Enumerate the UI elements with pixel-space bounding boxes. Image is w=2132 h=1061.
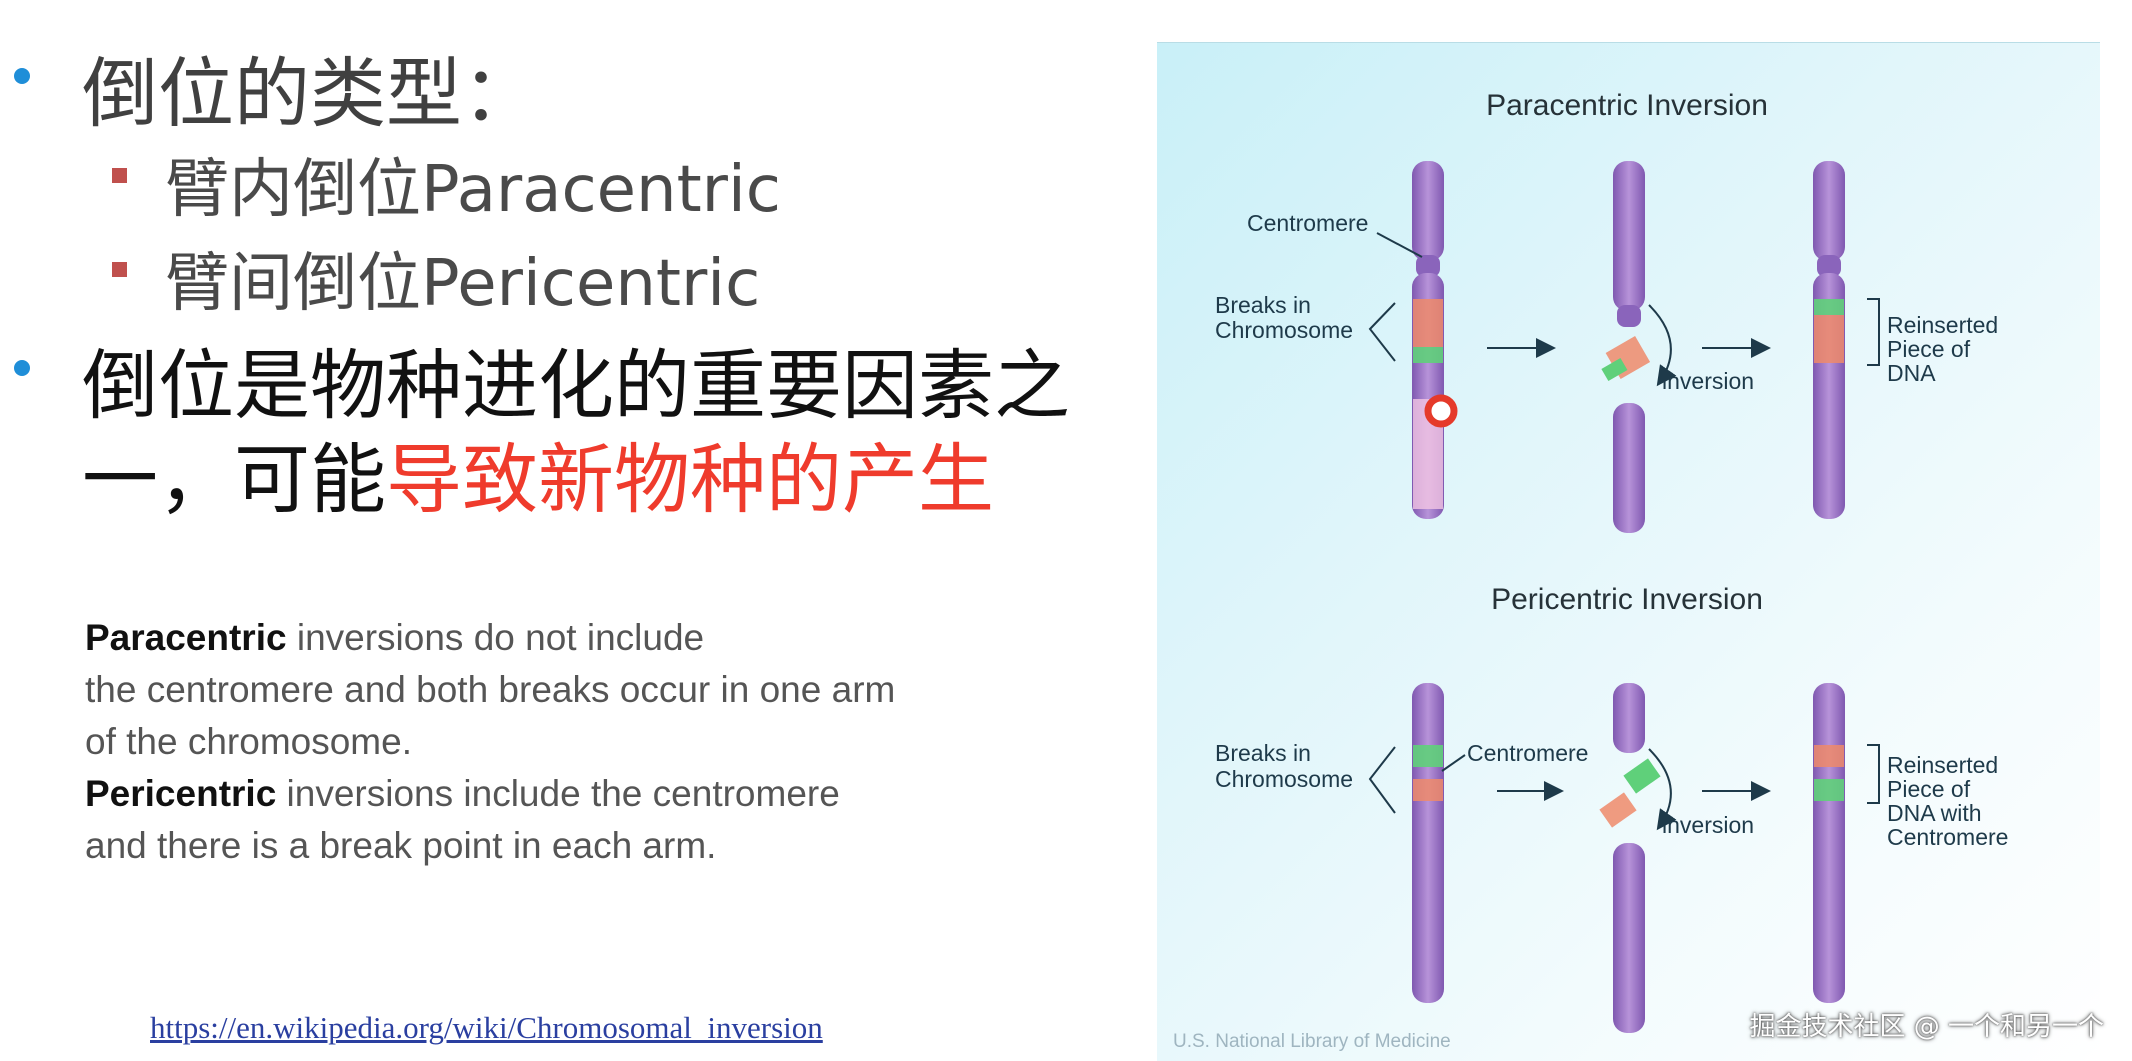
chromosome-break-pericentric (1599, 683, 1677, 1033)
chromosome-reinserted-paracentric (1813, 161, 1845, 519)
term-paracentric: Paracentric (85, 617, 287, 658)
label-breaks-top-1: Breaks in (1215, 292, 1311, 318)
title-paracentric-inversion: Paracentric Inversion (1486, 89, 1768, 122)
sub-bullet-square (112, 262, 127, 277)
sub-bullet-pericentric: 臂间倒位Pericentric (165, 247, 761, 321)
title-pericentric-inversion: Pericentric Inversion (1491, 583, 1763, 616)
bullet-title-inversion-types: 倒位的类型： (82, 49, 538, 138)
wikipedia-link[interactable]: https://en.wikipedia.org/wiki/Chromosoma… (150, 1010, 823, 1045)
inversion-diagram-svg: Paracentric Inversion (1215, 89, 2008, 1033)
bullet-dot (14, 68, 30, 84)
chromosome-break-paracentric (1601, 161, 1677, 533)
bullet-evolution-plain: 一，可能 (82, 435, 386, 524)
inversion-diagram: Paracentric Inversion (1157, 42, 2100, 1061)
figure-credit: U.S. National Library of Medicine (1173, 1031, 1451, 1052)
label-inversion-top: inversion (1662, 368, 1754, 394)
chromosome-reinserted-pericentric (1813, 683, 1845, 1003)
sub-bullet-square (112, 168, 127, 183)
para1-text: inversions do not include (286, 617, 705, 658)
para1-line2: the centromere and both breaks occur in … (85, 669, 896, 710)
label-inversion-bottom: inversion (1662, 812, 1754, 838)
label-centromere-bottom: Centromere (1467, 740, 1588, 766)
reinserted-bracket-bottom (1867, 744, 1880, 804)
label-reinserted-top-1: Reinserted (1887, 312, 1998, 338)
label-breaks-bottom-2: Chromosome (1215, 766, 1353, 792)
para2-text: inversions include the centromere (276, 773, 840, 814)
para1-line3: of the chromosome. (85, 721, 412, 762)
centromere-pointer-top (1376, 232, 1423, 258)
term-pericentric: Pericentric (85, 773, 277, 814)
reinserted-bracket-top (1867, 298, 1880, 366)
bullet-evolution-highlight: 导致新物种的产生 (386, 435, 994, 524)
label-reinserted-bottom-4: Centromere (1887, 824, 2008, 850)
centromere-pointer-bottom (1441, 754, 1466, 772)
bullet-evolution-line1: 倒位是物种进化的重要因素之 (82, 341, 1070, 430)
label-reinserted-top-2: Piece of (1887, 336, 1971, 362)
label-reinserted-bottom-2: Piece of (1887, 776, 1971, 802)
label-centromere-top: Centromere (1247, 210, 1368, 236)
label-breaks-bottom-1: Breaks in (1215, 740, 1311, 766)
label-breaks-top-2: Chromosome (1215, 317, 1353, 343)
label-reinserted-bottom-3: DNA with (1887, 800, 1982, 826)
para2-line2: and there is a break point in each arm. (85, 825, 717, 866)
sub-bullet-paracentric: 臂内倒位Paracentric (165, 153, 781, 227)
label-reinserted-top-3: DNA (1887, 360, 1936, 386)
bullet-dot (14, 360, 30, 376)
bullet-evolution-line2: 一，可能导致新物种的产生 (82, 418, 994, 528)
definition-paragraph: Paracentric inversions do not include th… (85, 612, 895, 872)
breaks-bracket-top (1368, 302, 1396, 362)
chromosome-original-paracentric (1412, 161, 1458, 519)
label-reinserted-bottom-1: Reinserted (1887, 752, 1998, 778)
watermark: 掘金技术社区 @ 一个和另一个 (1749, 1012, 2104, 1042)
breaks-bracket-bottom (1368, 746, 1396, 814)
chromosome-original-pericentric (1412, 683, 1444, 1003)
